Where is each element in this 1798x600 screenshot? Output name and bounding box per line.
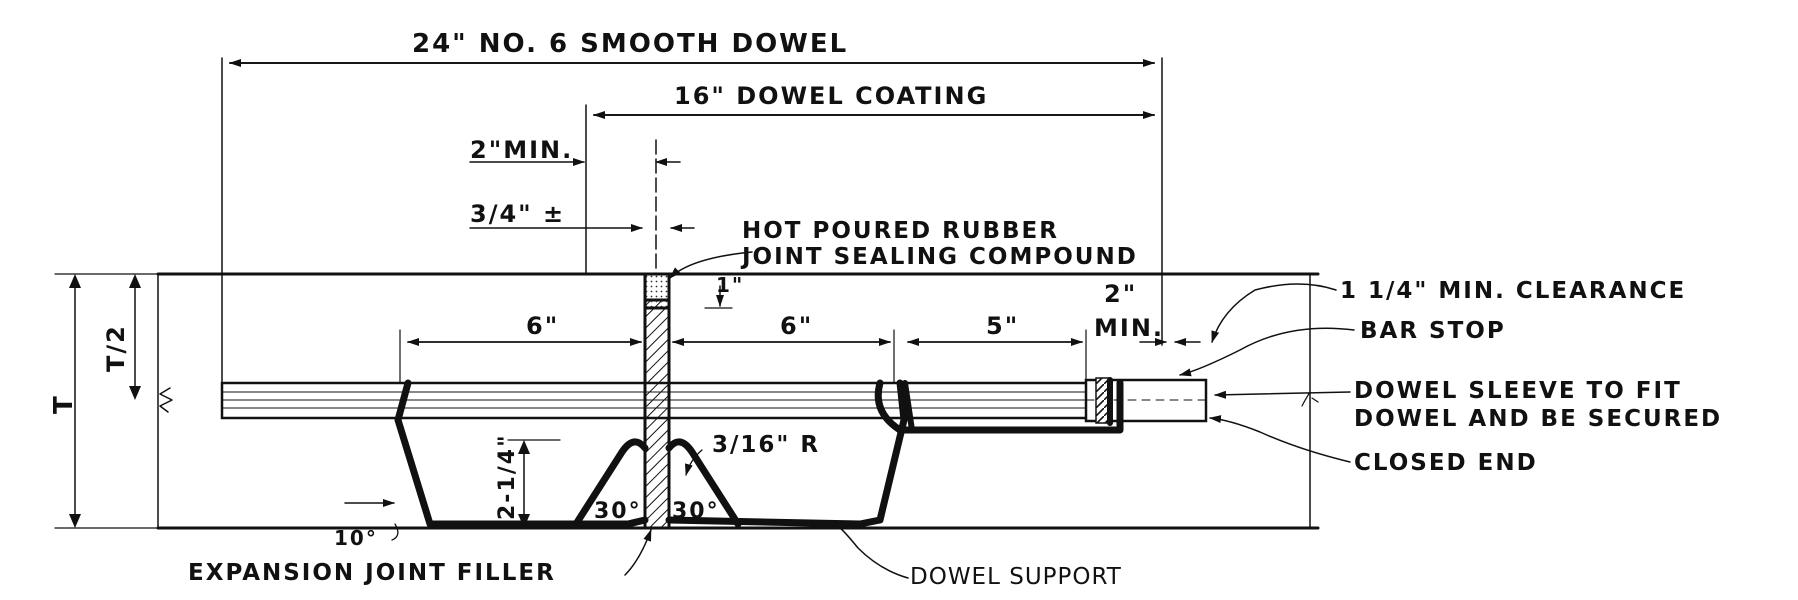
labels: 24" NO. 6 SMOOTH DOWEL 16" DOWEL COATING… [49, 29, 1722, 590]
two-quarter-label: 2-1/4" [495, 433, 520, 520]
angle-right-label: 30° [672, 499, 720, 524]
sealant-depth-label: 1" [716, 273, 744, 297]
t-half-label: T/2 [102, 324, 130, 372]
three-quarter-label: 3/4" ± [470, 200, 565, 228]
t-label: T [49, 394, 79, 414]
closed-end-label: CLOSED END [1354, 450, 1538, 476]
angle-left-label: 30° [594, 499, 642, 524]
smooth-dowel-label: 24" NO. 6 SMOOTH DOWEL [412, 29, 848, 59]
hot-poured-label-line1: HOT POURED RUBBER [742, 218, 1059, 244]
bar-stop-label: BAR STOP [1360, 318, 1506, 344]
dowel-support-label: DOWEL SUPPORT [910, 564, 1122, 590]
six-left-label: 6" [526, 312, 559, 340]
dowel-sleeve [1084, 377, 1208, 424]
two-right-label: 2" [1104, 280, 1137, 308]
ten-degree-label: 10° [334, 526, 378, 550]
six-right-label: 6" [780, 312, 813, 340]
two-min-label: 2"MIN. [470, 136, 573, 164]
radius-label: 3/16" R [712, 432, 820, 458]
leader-lines [391, 251, 1355, 579]
dowel-coating-label: 16" DOWEL COATING [674, 82, 988, 110]
dimension-lines [54, 57, 1201, 529]
dowel-sleeve-label-line1: DOWEL SLEEVE TO FIT [1354, 378, 1682, 404]
five-label: 5" [986, 312, 1019, 340]
hot-poured-label-line2: JOINT SEALING COMPOUND [740, 244, 1138, 270]
slab-outline [156, 272, 1320, 530]
clearance-label: 1 1/4" MIN. CLEARANCE [1340, 278, 1686, 304]
dowel-sleeve-label-line2: DOWEL AND BE SECURED [1354, 406, 1722, 432]
sealing-compound [643, 272, 671, 310]
dowel-bar [159, 381, 1094, 420]
dowel-support [394, 377, 1124, 528]
expansion-filler-label: EXPANSION JOINT FILLER [188, 560, 556, 586]
min-right-label: MIN. [1094, 314, 1164, 342]
expansion-joint-filler [643, 272, 671, 530]
